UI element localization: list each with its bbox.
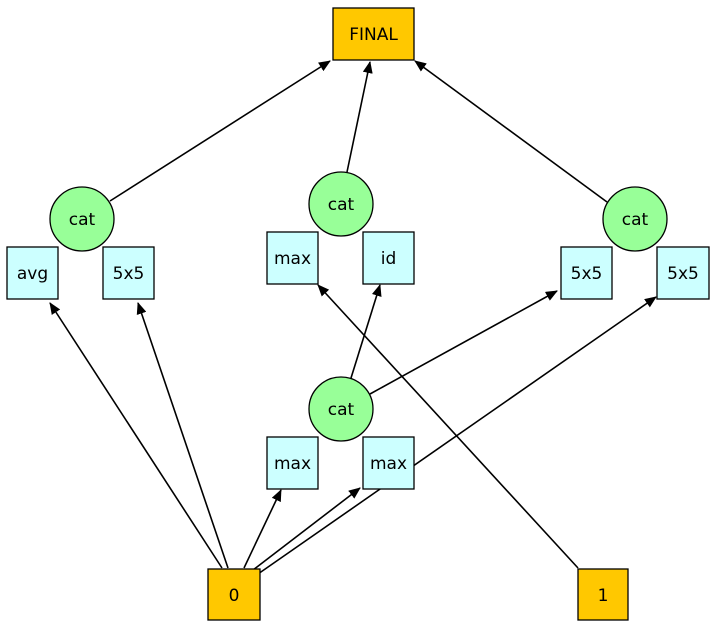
op-node <box>266 436 319 490</box>
op-mid-b-label: id <box>381 249 397 269</box>
cat-right-label: cat <box>622 210 649 230</box>
op-node <box>656 246 710 300</box>
cat-node-bottom-mid <box>308 376 374 442</box>
edge-cat-left-to-final <box>109 60 331 202</box>
op-bottom-b-label: max <box>370 454 407 474</box>
op-node <box>266 231 319 285</box>
input-1-label: 1 <box>598 586 609 606</box>
cat-left-label: cat <box>69 210 96 230</box>
left-group: avg 5x5 cat <box>6 186 155 300</box>
op-left-b-label: 5x5 <box>113 264 145 284</box>
op-mid-a-label: max <box>274 249 311 269</box>
mid-bottom-group: max max cat <box>266 376 415 490</box>
edge-0-to-bottom-max-a <box>243 489 282 569</box>
cat-bottom-mid-label: cat <box>328 400 355 420</box>
edge-0-to-bottom-max-b <box>252 487 361 571</box>
input-0-node: 0 <box>207 568 261 621</box>
mid-top-group: max id cat <box>266 171 415 285</box>
op-left-a-label: avg <box>17 264 48 284</box>
op-right-b-label: 5x5 <box>667 264 699 284</box>
op-right-a-label: 5x5 <box>571 264 603 284</box>
cat-node-left <box>49 186 115 252</box>
cat-top-mid-label: cat <box>328 195 355 215</box>
edge-cat-top-mid-to-final <box>346 61 373 173</box>
input-1-node: 1 <box>577 568 629 621</box>
op-node <box>6 246 59 300</box>
op-bottom-a-label: max <box>274 454 311 474</box>
edge-1-to-mid-max <box>317 284 579 569</box>
edge-cat-bottom-to-right-5x5-a <box>369 290 558 395</box>
op-node <box>102 246 155 300</box>
input-0-label: 0 <box>229 586 240 606</box>
edge-cat-right-to-final <box>414 60 608 203</box>
edge-0-to-avg <box>49 302 223 569</box>
right-group: 5x5 5x5 cat <box>560 186 710 300</box>
final-node: FINAL <box>332 7 415 61</box>
op-node <box>362 231 415 285</box>
edge-0-to-left-5x5 <box>136 302 229 569</box>
cat-node-right <box>602 186 668 252</box>
edges <box>49 60 657 575</box>
final-label: FINAL <box>349 25 398 45</box>
op-node <box>362 436 415 490</box>
edge-cat-bottom-to-id <box>350 284 382 379</box>
cat-node-top-mid <box>308 171 374 237</box>
op-node <box>560 246 613 300</box>
